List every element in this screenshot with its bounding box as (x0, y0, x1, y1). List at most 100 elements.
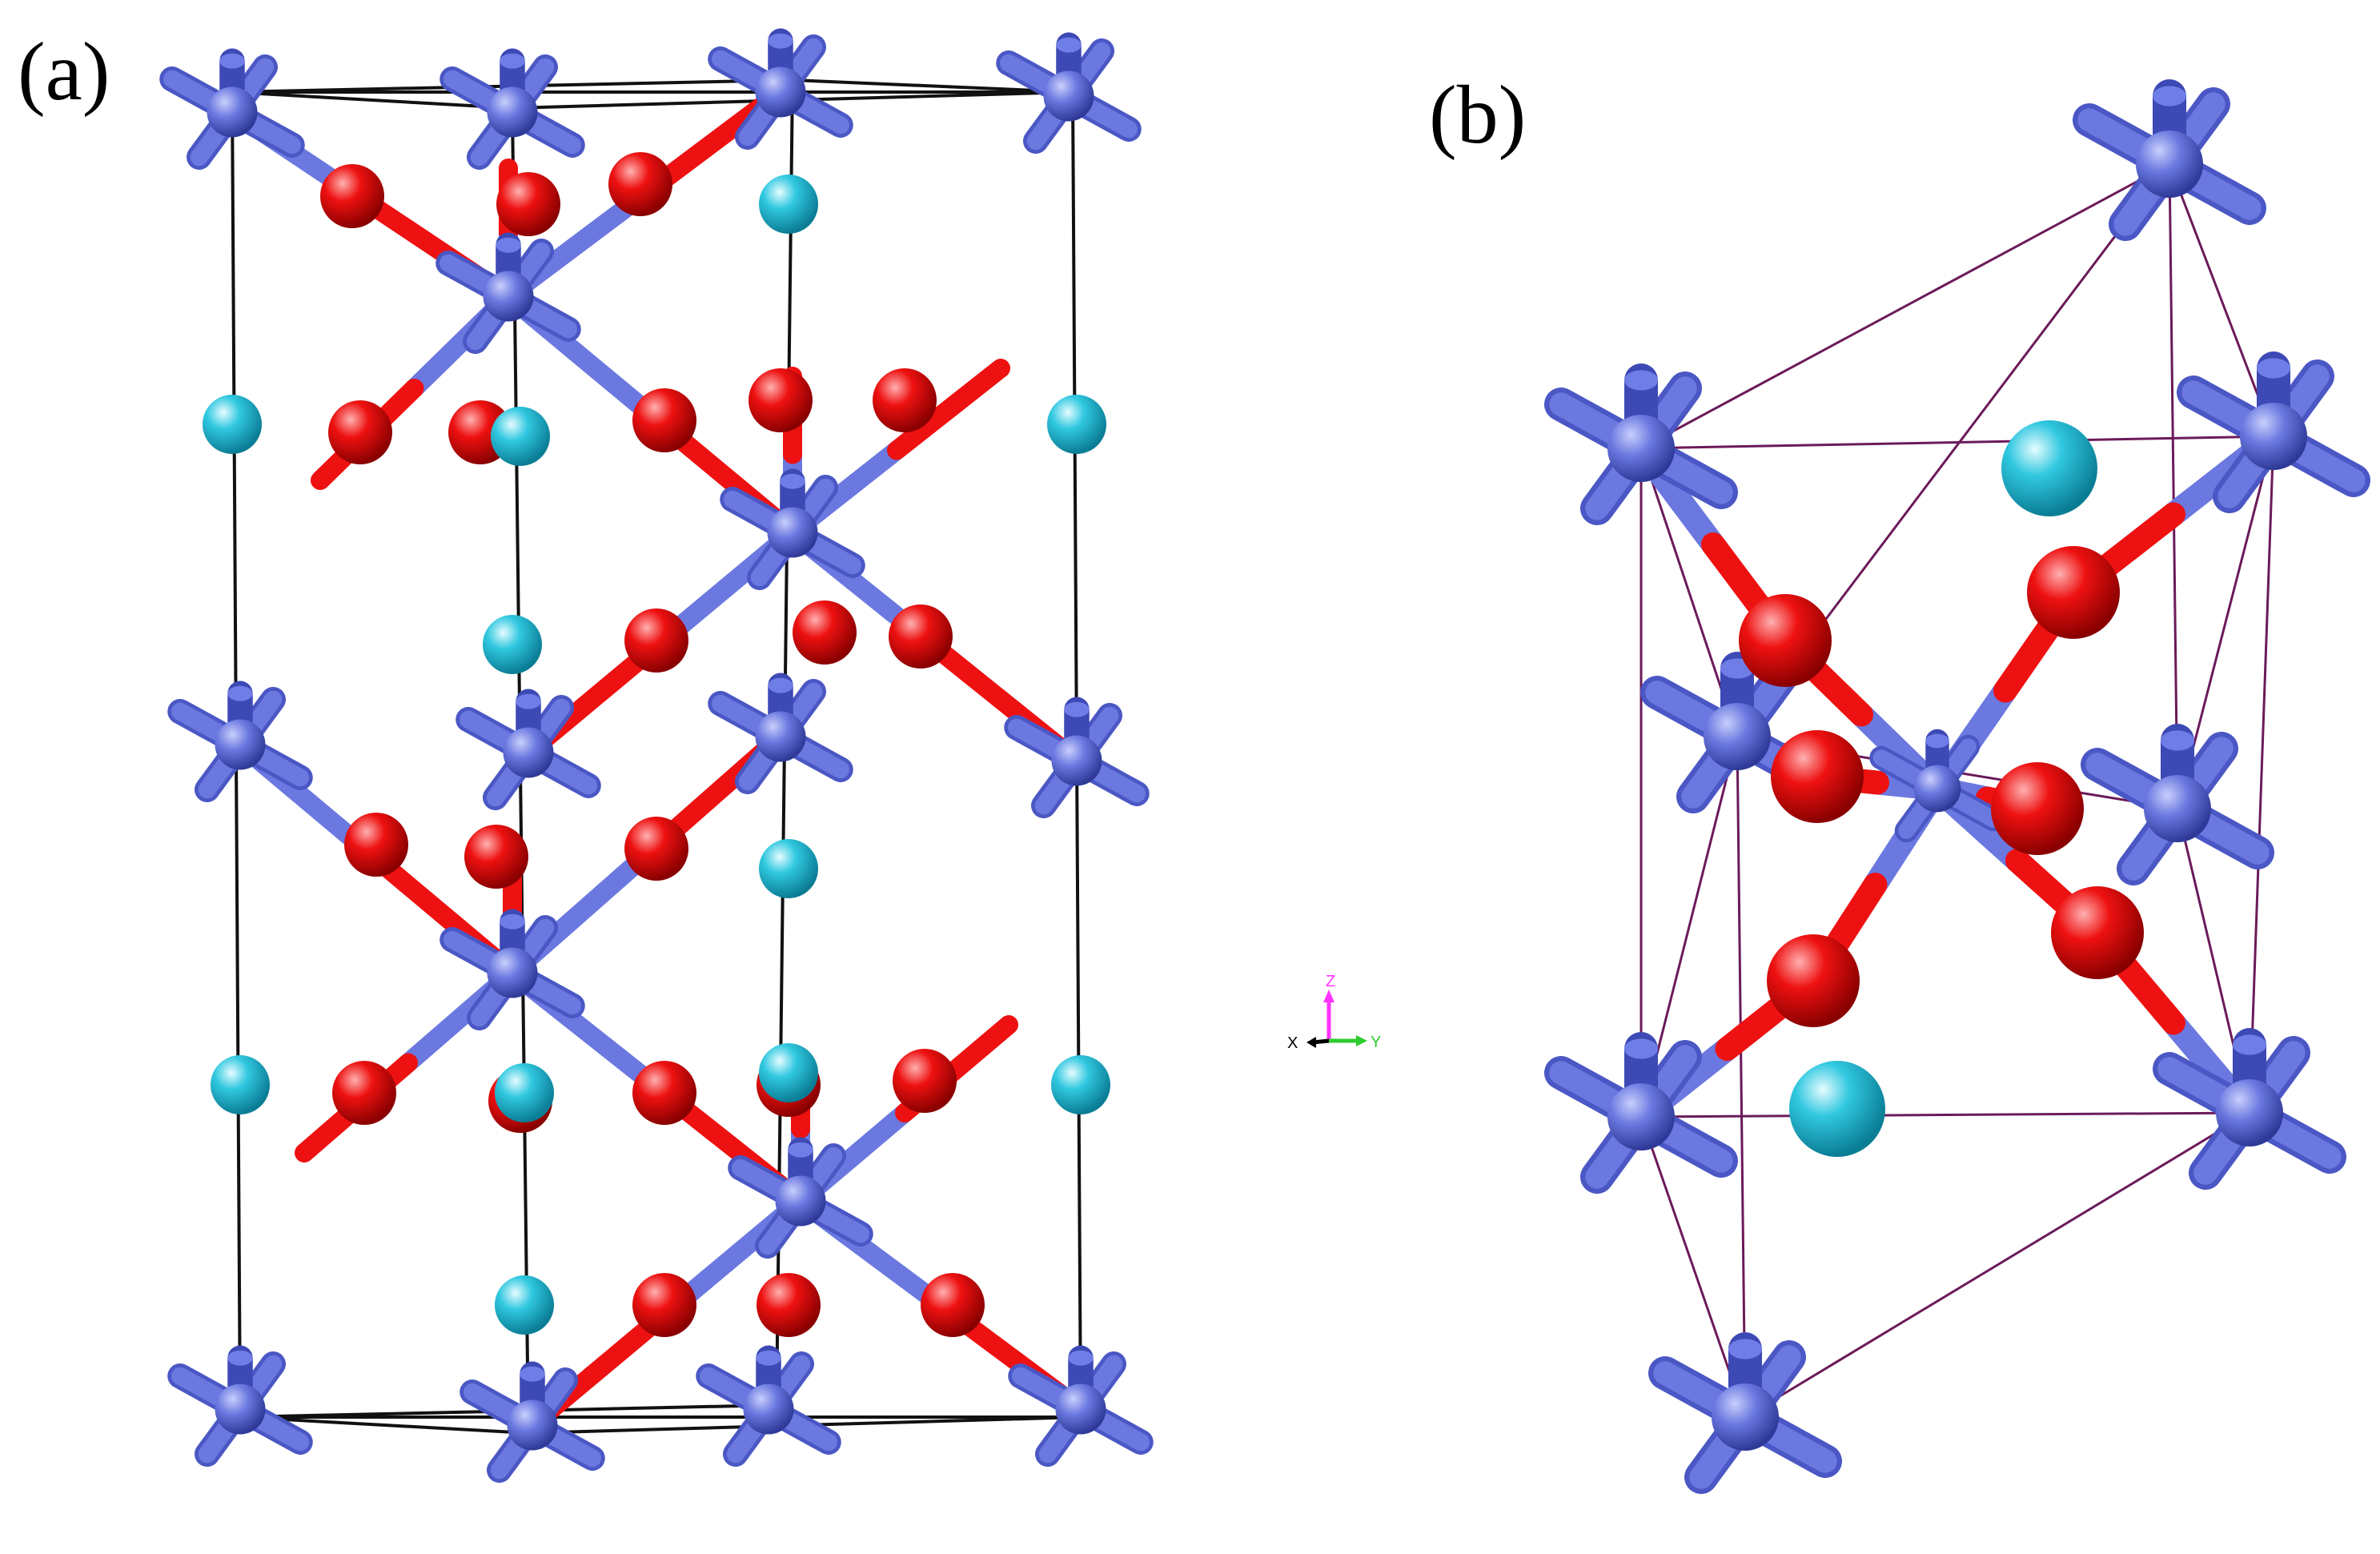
metal-arm-cap (756, 1350, 781, 1366)
bond-layer-a (223, 82, 1090, 1435)
oxygen-atom-icon (320, 164, 384, 228)
metal-arm-cap (1728, 1339, 1762, 1359)
metal-core (487, 86, 538, 138)
metal-atom-icon (460, 1361, 605, 1483)
cation-atom-icon (203, 395, 262, 454)
metal-arm-cap (516, 693, 541, 709)
oxygen-atom-icon (624, 817, 688, 881)
metal-atom-icon (720, 468, 865, 590)
cation-atom-icon (483, 615, 542, 674)
cation-atom-icon (1047, 395, 1106, 454)
cell-edge (1744, 1111, 2250, 1419)
metal-arm-cap (788, 1142, 813, 1158)
metal-atom-icon (2153, 1028, 2346, 1190)
metal-atom-icon (1544, 363, 1738, 525)
z-arrowhead-icon (1323, 990, 1334, 1002)
metal-layer-a (159, 28, 1154, 1483)
oxygen-atom-icon (793, 600, 857, 665)
metal-core (1704, 703, 1771, 770)
metal-atom-icon (456, 689, 601, 810)
metal-arm-cap (227, 1350, 253, 1366)
metal-core (1043, 70, 1094, 122)
oxygen-atom-icon (608, 152, 672, 216)
cell-edge (1640, 163, 2170, 450)
y-arrowhead-icon (1356, 1035, 1367, 1046)
cation-atom-icon (495, 1275, 554, 1335)
metal-core (755, 711, 806, 762)
metal-core (1712, 1383, 1779, 1451)
metal-core (215, 1383, 266, 1435)
metal-arm-cap (768, 33, 793, 49)
metal-arm-cap (1068, 1350, 1094, 1366)
x-axis-label: X (1287, 1034, 1298, 1052)
cell-edge (2248, 436, 2275, 1114)
metal-atom-icon (2177, 351, 2370, 513)
metal-arm-cap (500, 53, 525, 69)
metal-atom-icon (1544, 1032, 1738, 1194)
cation-atom-icon (491, 407, 550, 466)
metal-core (207, 86, 258, 138)
cation-atom-icon (211, 1055, 270, 1114)
metal-core (483, 271, 534, 322)
oxygen-atom-icon (889, 604, 953, 669)
oxygen-layer-b (1739, 546, 2144, 1027)
metal-atom-icon (435, 232, 581, 354)
metal-arm-cap (1624, 1038, 1658, 1059)
oxygen-atom-icon (328, 400, 392, 464)
cell-edge (1640, 435, 2274, 450)
oxygen-atom-icon (632, 388, 696, 452)
oxygen-atom-icon (1771, 730, 1864, 823)
metal-atom-icon (167, 681, 313, 802)
oxygen-atom-icon (332, 1061, 396, 1125)
metal-oxygen-bond (887, 359, 1010, 460)
oxygen-atom-icon (1991, 762, 2084, 855)
metal-core (2144, 775, 2211, 842)
cation-layer-b (1789, 420, 2097, 1157)
metal-arm-cap (2257, 358, 2290, 379)
metal-arm-cap (496, 237, 521, 253)
metal-arm-cap (1925, 733, 1949, 749)
cell-edges-a (231, 78, 1082, 1435)
x-arrowhead-icon (1306, 1037, 1316, 1048)
cation-atom-icon (759, 839, 818, 898)
oxygen-atom-icon (632, 1273, 696, 1337)
metal-core (755, 66, 806, 118)
metal-arm-cap (227, 685, 253, 701)
metal-core (2136, 131, 2203, 198)
oxygen-atom-icon (757, 1273, 821, 1337)
metal-core (767, 507, 818, 558)
metal-core (1055, 1383, 1106, 1435)
metal-core (215, 719, 266, 770)
oxygen-atom-icon (749, 368, 813, 432)
cell-edge (2168, 163, 2275, 437)
metal-arm-cap (2233, 1034, 2266, 1055)
cell-edge (2168, 163, 2179, 809)
metal-core (1607, 1083, 1675, 1150)
oxygen-atom-icon (921, 1273, 985, 1337)
metal-core (743, 1383, 794, 1435)
cation-atom-icon (759, 175, 818, 234)
cell-edge (1640, 1116, 1747, 1418)
metal-atom-icon (439, 909, 585, 1030)
y-axis-label: Y (1371, 1034, 1381, 1051)
metal-atom-icon (2081, 724, 2274, 885)
cell-edge (1640, 1111, 2250, 1118)
metal-core (1913, 765, 1961, 813)
cell-edge (239, 1415, 529, 1435)
metal-atom-icon (996, 32, 1142, 154)
metal-atom-icon (1869, 729, 2005, 843)
panel-b-label: (b) (1429, 69, 1527, 161)
cation-layer-a (203, 175, 1110, 1335)
oxygen-atom-icon (344, 813, 408, 877)
oxygen-atom-icon (2051, 886, 2144, 979)
oxygen-atom-icon (1739, 594, 1832, 687)
metal-atom-icon (728, 1137, 873, 1259)
axes-indicator: Z Y X (1287, 973, 1381, 1052)
oxygen-layer-a (320, 152, 985, 1337)
metal-arm-cap (2161, 730, 2194, 751)
metal-core (1051, 735, 1102, 786)
oxygen-atom-icon (893, 1049, 957, 1113)
metal-atom-icon (167, 1345, 313, 1467)
cation-atom-icon (759, 1043, 818, 1102)
